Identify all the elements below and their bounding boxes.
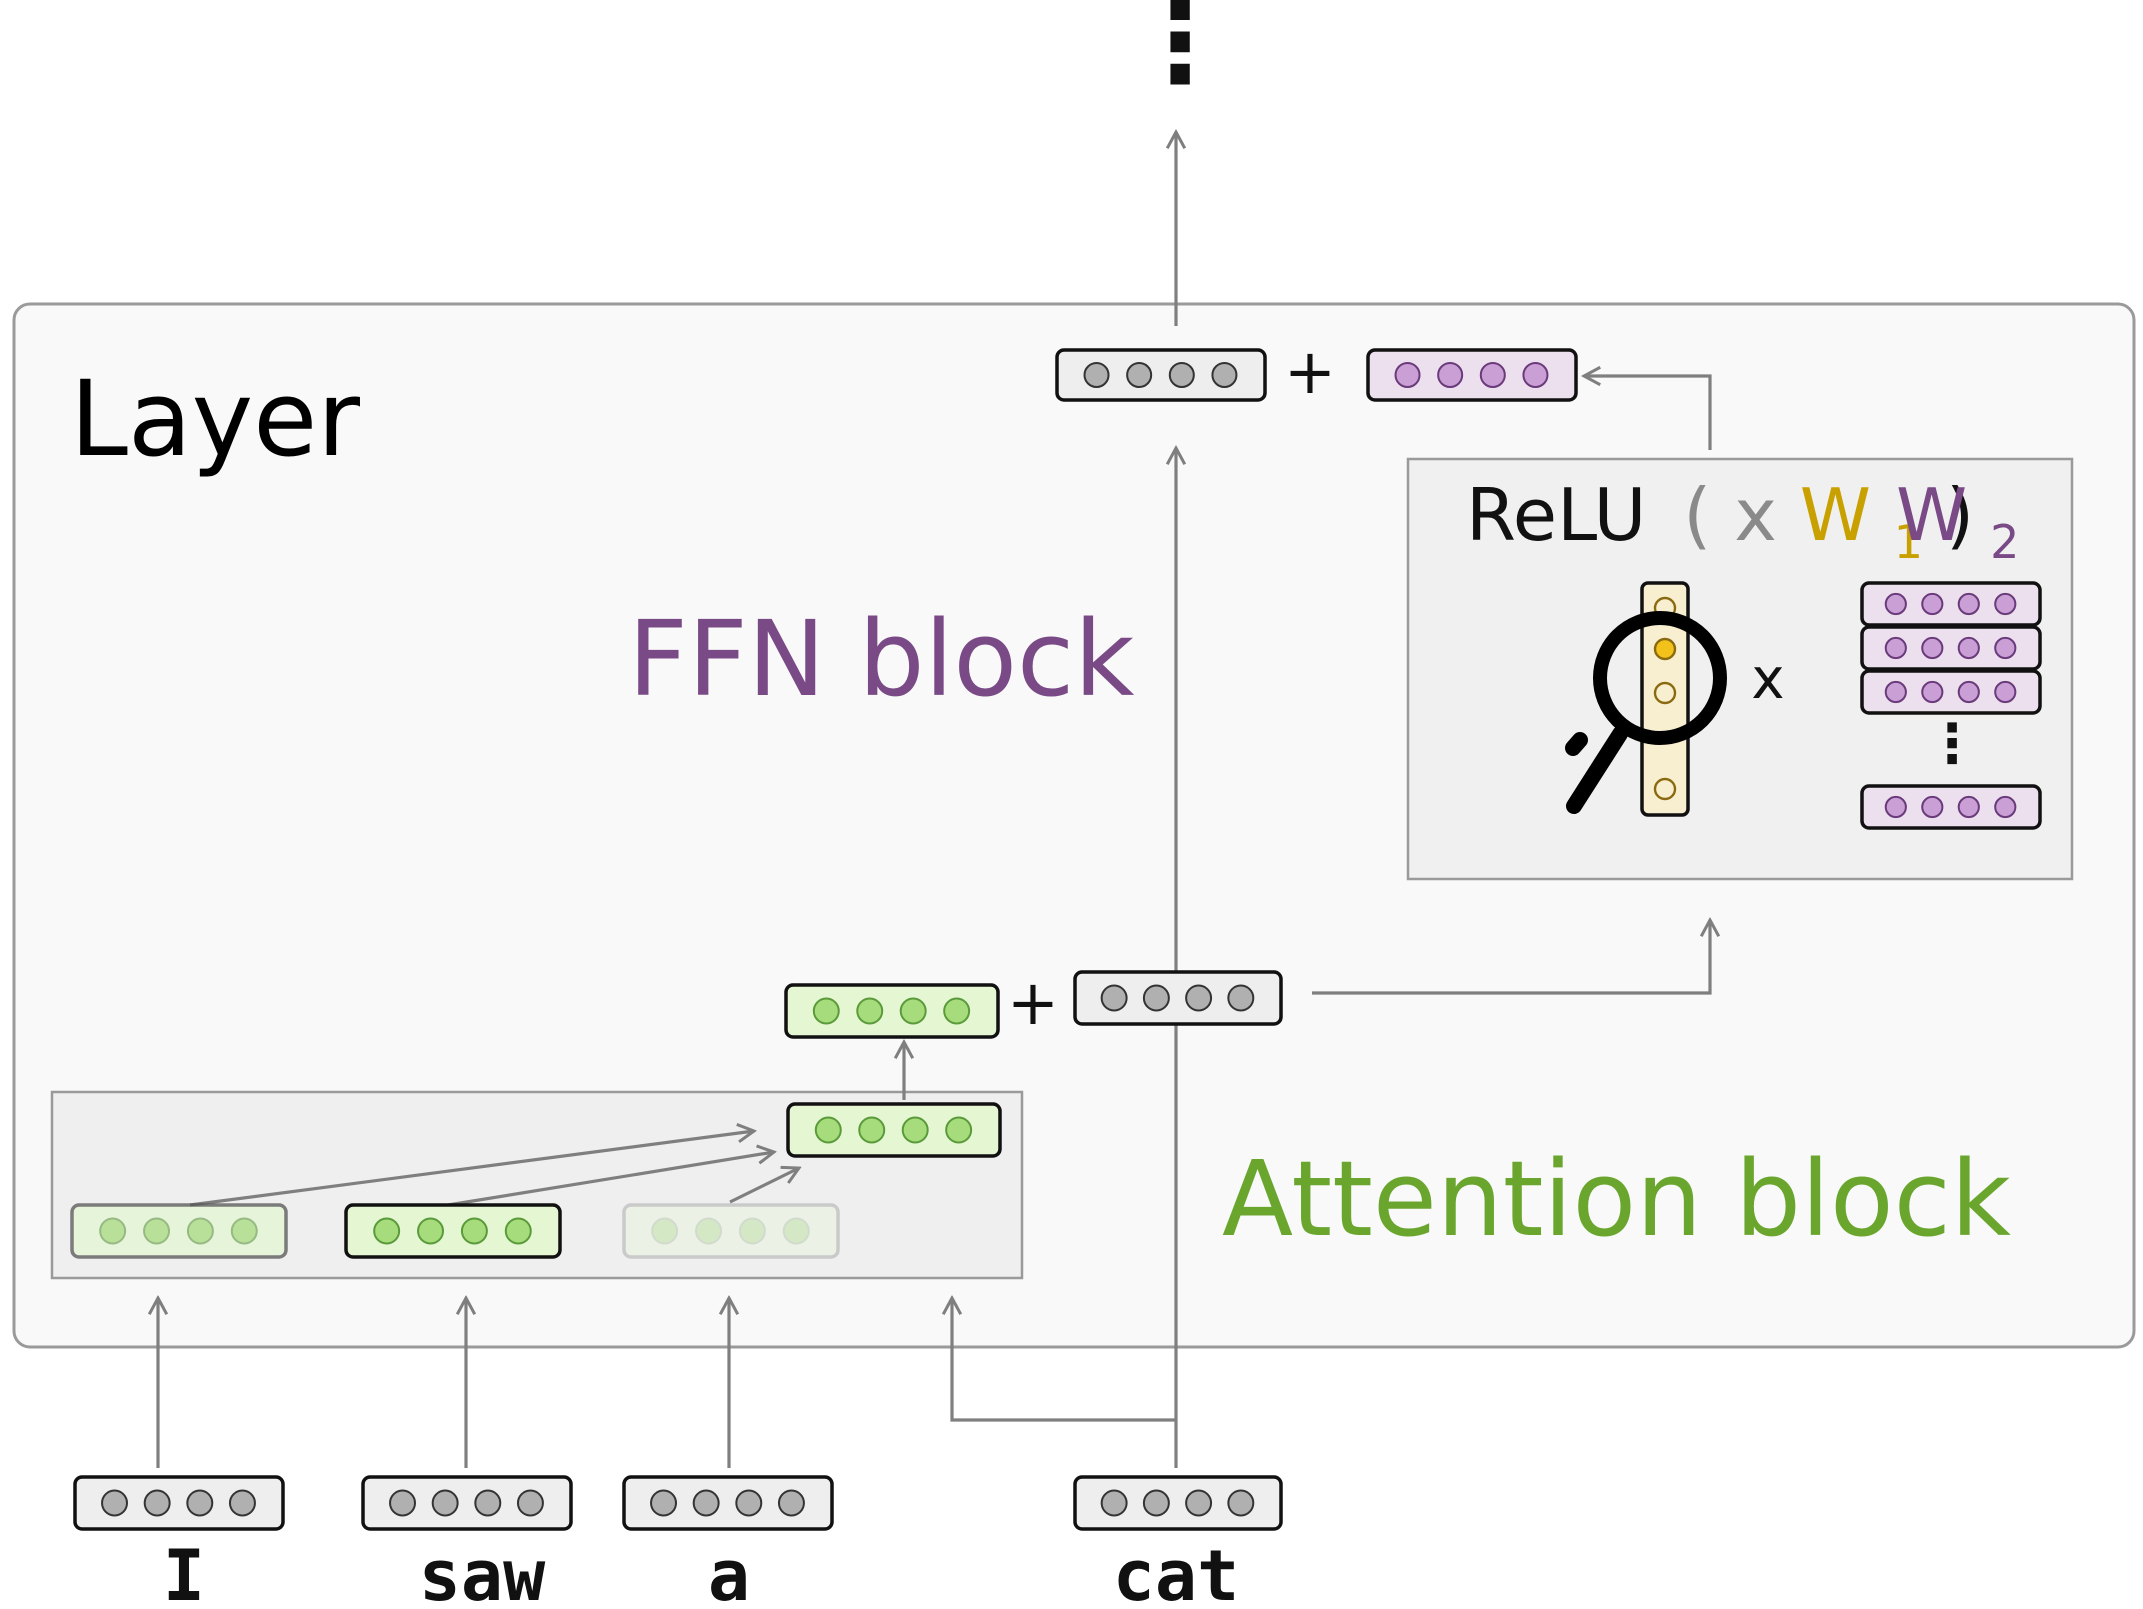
w2-label: W 2 <box>1896 473 2019 569</box>
residual-vector <box>1073 970 1283 1026</box>
plus-sign-attention: + <box>1007 966 1059 1039</box>
w2-row-3 <box>1860 669 2042 715</box>
arrows <box>158 132 1710 1468</box>
w2-symbol: W <box>1896 473 1967 557</box>
w1-subscript: 1 <box>1894 515 1923 569</box>
token-label-cat: cat <box>1113 1535 1239 1609</box>
top-ellipsis: ⋮ <box>1125 0 1235 106</box>
w2-ellipsis: ⋮ <box>1925 712 1979 775</box>
token-vector-a <box>622 1475 834 1531</box>
hidden-activation-vector <box>1640 581 1690 817</box>
w2-subscript: 2 <box>1990 515 2019 569</box>
token-label-i: I <box>163 1535 205 1609</box>
token-vector-saw <box>361 1475 573 1531</box>
open-paren: ( <box>1683 473 1711 557</box>
vectors <box>70 348 2042 1531</box>
output-vector <box>1055 348 1267 402</box>
token-vector-i <box>73 1475 285 1531</box>
token-label-saw: saw <box>419 1535 546 1609</box>
x-symbol: x <box>1734 473 1777 557</box>
ffn-block-label: FFN block <box>628 598 1134 720</box>
w2-row-last <box>1860 784 2042 830</box>
layer-label: Layer <box>70 358 360 480</box>
plus-sign-top: + <box>1284 335 1336 408</box>
token-vector-cat <box>1073 1475 1283 1531</box>
close-paren: ) <box>1946 473 1974 557</box>
ffn-output-vector <box>1366 348 1578 402</box>
attention-block-label: Attention block <box>1222 1138 2011 1260</box>
relu-text: ReLU <box>1466 473 1646 557</box>
w1-symbol: W <box>1800 473 1871 557</box>
ffn-formula: ReLU ( x W 1 ) <box>1466 473 1974 575</box>
w2-row-1 <box>1860 581 2042 627</box>
attention-output-vector <box>784 983 1000 1039</box>
context-vector-i <box>70 1203 288 1259</box>
w2-row-2 <box>1860 625 2042 671</box>
magnifier-icon <box>1565 611 1727 814</box>
context-vector-saw <box>344 1203 562 1259</box>
times-symbol: x <box>1751 647 1784 712</box>
context-vector-a <box>622 1203 840 1259</box>
attended-vector <box>786 1102 1002 1158</box>
token-label-a: a <box>708 1535 750 1609</box>
